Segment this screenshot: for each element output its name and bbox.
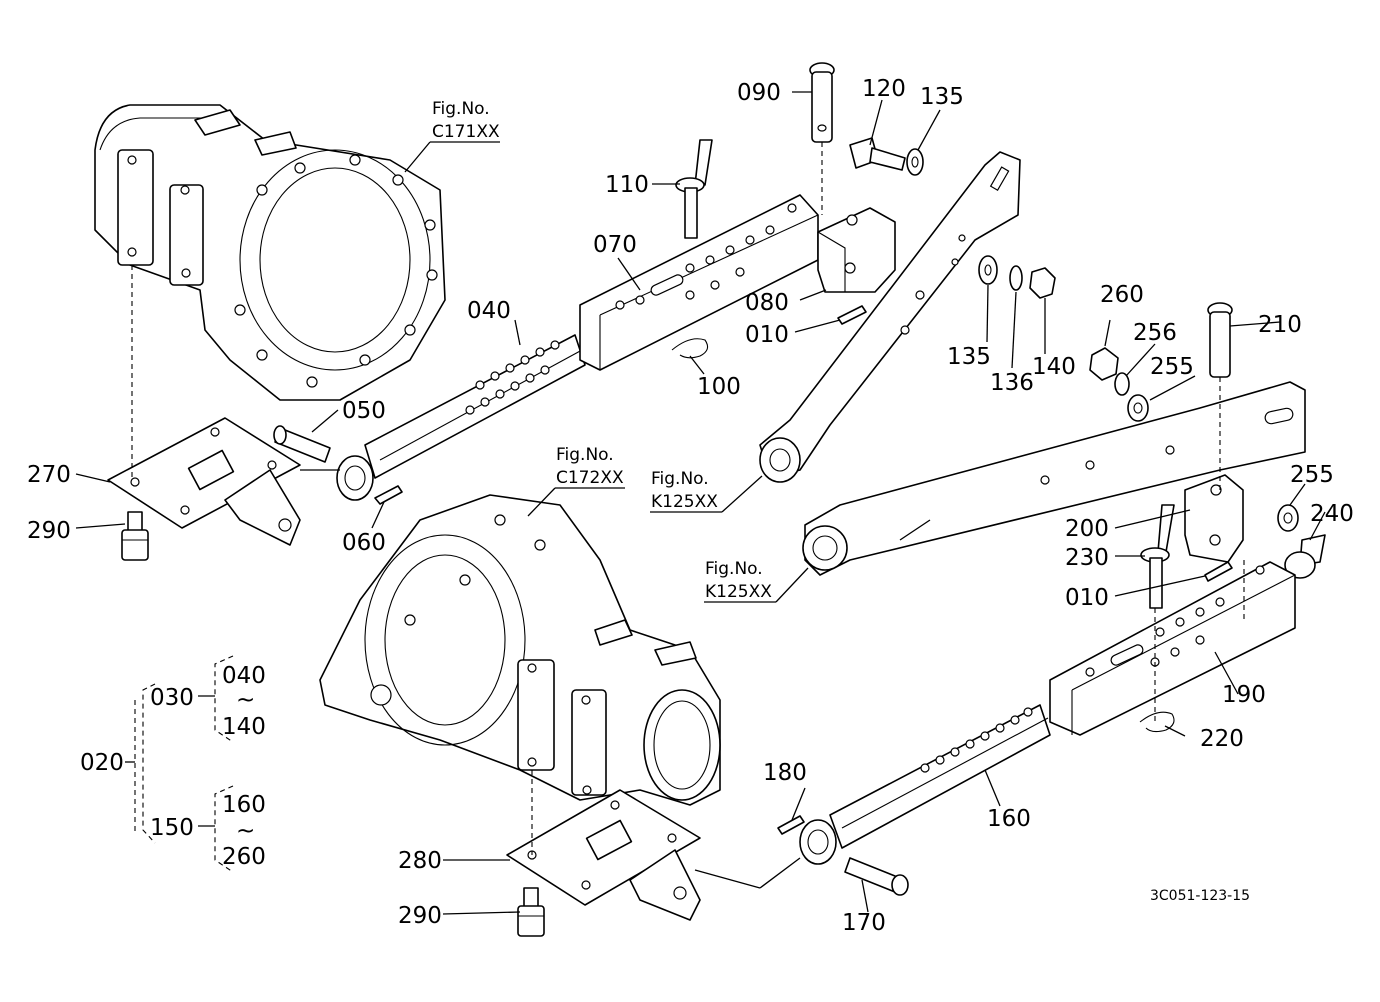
- pin-230: [1140, 504, 1175, 609]
- label-290-upper: 290: [27, 518, 71, 544]
- label-080: 080: [745, 290, 789, 316]
- cotter-060: [374, 485, 403, 505]
- lift-link-upper: [759, 151, 1021, 483]
- label-160: 160: [987, 806, 1031, 832]
- pin-110: [675, 139, 713, 239]
- bracket-plate-270: [107, 417, 301, 546]
- figref-c171-code: C171XX: [432, 122, 500, 142]
- figref-k125-upper-code: K125XX: [651, 492, 718, 512]
- label-255-lower: 255: [1290, 462, 1334, 488]
- label-136: 136: [990, 370, 1034, 396]
- label-160-range-start: 160: [222, 792, 266, 818]
- figref-k125-lower-code: K125XX: [705, 582, 772, 602]
- washer-255-lower: [1277, 504, 1299, 532]
- label-270: 270: [27, 462, 71, 488]
- nut-260: [1089, 347, 1119, 381]
- label-180: 180: [763, 760, 807, 786]
- label-tilde-lower: ~: [236, 818, 255, 844]
- clevis-200: [1184, 474, 1244, 563]
- washer-255-upper: [1127, 394, 1149, 422]
- washer-256: [1114, 372, 1130, 396]
- label-230: 230: [1065, 545, 1109, 571]
- label-100: 100: [697, 374, 741, 400]
- label-290-lower: 290: [398, 903, 442, 929]
- check-arm-070: [579, 194, 819, 371]
- label-170: 170: [842, 910, 886, 936]
- figref-c171-title: Fig.No.: [432, 99, 490, 119]
- label-260-range-end: 260: [222, 844, 266, 870]
- label-tilde-upper: ~: [236, 687, 255, 713]
- check-arm-040: [336, 334, 586, 501]
- leader-lines: [75, 91, 1326, 915]
- label-280: 280: [398, 848, 442, 874]
- alignment-lines: [131, 142, 1245, 855]
- label-135-mid: 135: [947, 344, 991, 370]
- figref-c172-code: C172XX: [556, 468, 624, 488]
- pin-210: [1207, 302, 1233, 378]
- part-labels: 090 120 135 110 070 080 010 100 040 050 …: [27, 76, 1354, 936]
- figref-k125-lower-title: Fig.No.: [705, 559, 763, 579]
- label-140-range-end: 140: [222, 714, 266, 740]
- bolt-290-lower: [517, 887, 545, 937]
- label-090: 090: [737, 80, 781, 106]
- pin-010-lower: [1204, 561, 1233, 582]
- clip-100: [671, 338, 709, 359]
- label-190: 190: [1222, 682, 1266, 708]
- pin-090: [809, 62, 835, 143]
- pin-170: [844, 857, 909, 896]
- bolt-120: [849, 137, 906, 171]
- figref-leaders: [404, 141, 809, 603]
- nut-140: [1029, 267, 1056, 299]
- label-240: 240: [1310, 501, 1354, 527]
- label-010-lower: 010: [1065, 585, 1109, 611]
- figure-references: Fig.No. C171XX Fig.No. C172XX Fig.No. K1…: [432, 99, 772, 602]
- label-220: 220: [1200, 726, 1244, 752]
- label-210: 210: [1258, 312, 1302, 338]
- label-140-right: 140: [1032, 354, 1076, 380]
- bolt-290-upper: [121, 511, 149, 561]
- bolt-240: [1284, 534, 1326, 579]
- label-030: 030: [150, 685, 194, 711]
- lift-link-lower: [802, 381, 1306, 576]
- label-070: 070: [593, 232, 637, 258]
- label-040-range-start: 040: [222, 663, 266, 689]
- label-050: 050: [342, 398, 386, 424]
- label-060: 060: [342, 530, 386, 556]
- check-arm-160: [799, 704, 1051, 865]
- label-256: 256: [1133, 320, 1177, 346]
- drawing-code: 3C051-123-15: [1150, 888, 1250, 904]
- washer-136: [1009, 265, 1023, 291]
- label-150: 150: [150, 815, 194, 841]
- figref-k125-upper-title: Fig.No.: [651, 469, 709, 489]
- pin-050: [273, 425, 331, 463]
- label-260-right: 260: [1100, 282, 1144, 308]
- label-040: 040: [467, 298, 511, 324]
- right-axle-housing: [319, 494, 721, 806]
- label-135-top: 135: [920, 84, 964, 110]
- clevis-080: [817, 207, 896, 293]
- figref-c172-title: Fig.No.: [556, 445, 614, 465]
- label-120: 120: [862, 76, 906, 102]
- cotter-180: [777, 815, 805, 835]
- left-axle-housing: [94, 104, 446, 401]
- pin-010-upper: [837, 305, 867, 325]
- bracket-plate-280: [506, 789, 701, 921]
- label-200: 200: [1065, 516, 1109, 542]
- washer-135-mid: [978, 255, 998, 285]
- washer-135-top: [906, 148, 924, 176]
- label-255-upper: 255: [1150, 354, 1194, 380]
- label-010-upper: 010: [745, 322, 789, 348]
- label-020: 020: [80, 750, 124, 776]
- clip-220: [1139, 711, 1175, 733]
- label-110: 110: [605, 172, 649, 198]
- assembly-tree: [125, 655, 234, 873]
